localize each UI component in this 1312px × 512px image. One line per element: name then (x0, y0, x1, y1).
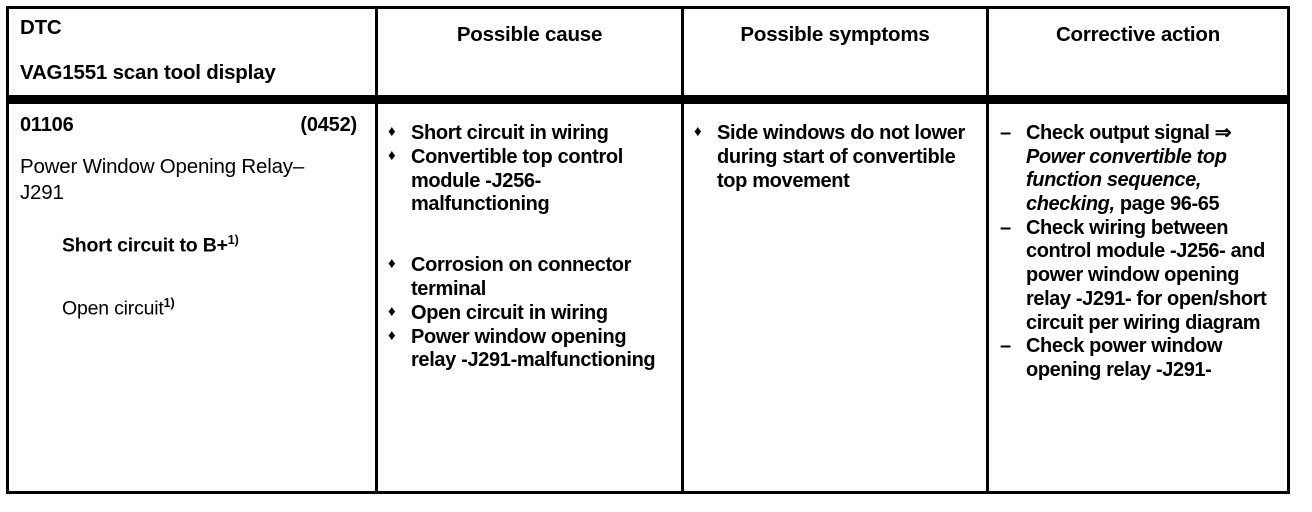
header-cell-dtc: DTC VAG1551 scan tool display (9, 9, 378, 95)
dash-bullet-icon: – (1000, 216, 1011, 239)
cell-corrective-action: –Check output signal ⇒ Power convertible… (989, 104, 1287, 491)
dtc-fault-table: DTC VAG1551 scan tool display Possible c… (6, 6, 1290, 494)
list-item: ♦ Short circuit in wiring (388, 122, 675, 146)
list-item: ♦ Power window opening relay -J291-malfu… (388, 326, 675, 374)
diamond-bullet-icon: ♦ (388, 123, 396, 140)
header-dtc-line2: VAG1551 scan tool display (20, 60, 276, 84)
list-item: ♦ Convertible top control module -J256- … (388, 146, 675, 217)
header-cell-possible-symptoms: Possible symptoms (684, 9, 989, 95)
action-item-lead: Check power window opening relay -J291- (1026, 335, 1223, 381)
cause-item-text: Corrosion on connector terminal (411, 254, 632, 300)
diamond-bullet-icon: ♦ (694, 123, 702, 140)
cause-item-text: Convertible top control module -J256- ma… (411, 145, 623, 216)
header-dtc-line1: DTC (20, 16, 62, 39)
dtc-condition-2: Open circuit1) (62, 296, 365, 321)
header-cell-possible-cause: Possible cause (378, 9, 684, 95)
symptom-list: ♦ Side windows do not lower during start… (694, 122, 980, 193)
action-item-page: page 96-65 (1114, 193, 1220, 216)
action-item-reference: Power convertible top function sequence,… (1026, 145, 1227, 216)
diamond-bullet-icon: ♦ (388, 302, 396, 320)
action-item-lead: Check wiring between control module -J25… (1026, 216, 1267, 334)
list-item: –Check output signal ⇒ Power convertible… (999, 122, 1281, 217)
dtc-condition-1-text: Short circuit to B+ (62, 234, 228, 257)
dtc-condition-2-footnote: 1) (163, 295, 175, 310)
dtc-code-alt: (0452) (300, 114, 357, 136)
cause-list-group-1: ♦ Short circuit in wiring ♦ Convertible … (388, 122, 675, 217)
cell-dtc: 01106 (0452) Power Window Opening Relay–… (9, 104, 378, 491)
list-item: –Check wiring between control module -J2… (999, 217, 1281, 335)
diamond-bullet-icon: ♦ (388, 146, 396, 164)
action-item-lead: Check output signal (1026, 122, 1215, 144)
dtc-code: 01106 (20, 114, 74, 136)
dtc-condition-2-text: Open circuit (62, 297, 164, 320)
header-thick-rule (9, 97, 1287, 104)
cause-list-separator (388, 217, 675, 254)
action-list: –Check output signal ⇒ Power convertible… (999, 122, 1281, 383)
dash-bullet-icon: – (1000, 122, 1011, 144)
diamond-bullet-icon: ♦ (388, 255, 396, 273)
cause-item-text: Open circuit in wiring (411, 301, 608, 324)
header-cell-corrective-action: Corrective action (989, 9, 1287, 95)
cause-list-group-2: ♦ Corrosion on connector terminal ♦ Open… (388, 254, 675, 373)
list-item: ♦ Side windows do not lower during start… (694, 122, 980, 193)
dtc-condition-1: Short circuit to B+1) (62, 233, 365, 258)
header-possible-cause-label: Possible cause (456, 23, 603, 46)
header-possible-symptoms-label: Possible symptoms (740, 23, 930, 46)
cell-possible-cause: ♦ Short circuit in wiring ♦ Convertible … (378, 104, 684, 491)
symptom-item-text: Side windows do not lower during start o… (717, 122, 965, 192)
dtc-description: Power Window Opening Relay–J291 (20, 155, 305, 205)
list-item: ♦ Open circuit in wiring (388, 302, 675, 326)
dtc-condition-1-footnote: 1) (227, 233, 239, 248)
dtc-code-row: 01106 (0452) (20, 114, 365, 137)
header-corrective-action-label: Corrective action (1055, 23, 1221, 46)
cell-possible-symptoms: ♦ Side windows do not lower during start… (684, 104, 989, 491)
list-item: –Check power window opening relay -J291- (999, 335, 1281, 382)
dash-bullet-icon: – (1000, 335, 1011, 358)
cause-item-text: Power window opening relay -J291-malfunc… (411, 325, 656, 372)
cause-item-text: Short circuit in wiring (411, 122, 609, 144)
table-header-row: DTC VAG1551 scan tool display Possible c… (9, 9, 1287, 97)
table-body-row: 01106 (0452) Power Window Opening Relay–… (9, 104, 1287, 491)
diamond-bullet-icon: ♦ (388, 326, 396, 344)
list-item: ♦ Corrosion on connector terminal (388, 254, 675, 302)
cross-reference-arrow-icon: ⇒ (1214, 122, 1232, 144)
